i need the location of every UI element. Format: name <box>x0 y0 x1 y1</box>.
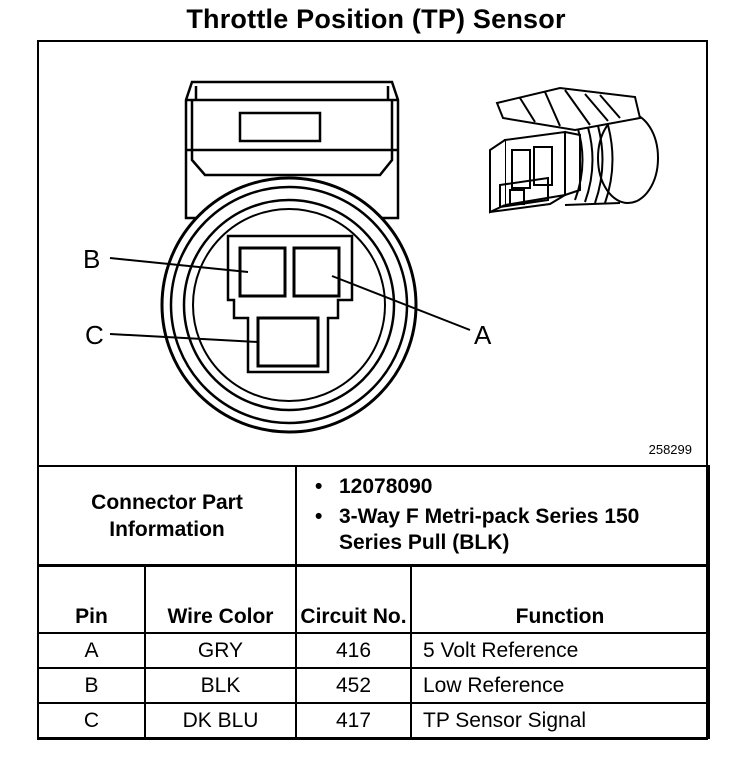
cell-circuit-no: 416 <box>295 632 412 669</box>
callout-b: B <box>83 244 101 274</box>
header-circuit-no: Circuit No. <box>295 565 412 634</box>
cell-function: 5 Volt Reference <box>410 632 710 669</box>
cell-wire-color: DK BLU <box>144 702 297 739</box>
table-row: C DK BLU 417 TP Sensor Signal <box>37 702 710 739</box>
table-row: A GRY 416 5 Volt Reference <box>37 632 710 669</box>
cell-function: Low Reference <box>410 667 710 704</box>
leader-line-a <box>331 275 471 331</box>
leader-line-b <box>109 257 249 273</box>
header-wire-color: Wire Color <box>144 565 297 634</box>
cell-pin: C <box>37 702 146 739</box>
connector-part-list: 12078090 3-Way F Metri-pack Series 150 S… <box>295 465 710 566</box>
header-function: Function <box>410 565 710 634</box>
callout-c: C <box>85 320 104 350</box>
cell-wire-color: GRY <box>144 632 297 669</box>
cell-pin: A <box>37 632 146 669</box>
diagram-frame <box>37 40 708 740</box>
cell-pin: B <box>37 667 146 704</box>
leader-line-c <box>109 333 259 343</box>
terminal-a <box>292 246 341 298</box>
cell-function: TP Sensor Signal <box>410 702 710 739</box>
part-description: 3-Way F Metri-pack Series 150 Series Pul… <box>315 504 708 556</box>
connector-info-table: Connector Part Information 12078090 3-Wa… <box>37 465 710 566</box>
connector-info-label: Connector Part Information <box>37 465 297 566</box>
table-row: B BLK 452 Low Reference <box>37 667 710 704</box>
connector-housing <box>184 80 400 220</box>
connector-face <box>160 176 418 434</box>
cell-circuit-no: 452 <box>295 667 412 704</box>
part-number: 12078090 <box>315 474 708 500</box>
pin-table-header: Pin Wire Color Circuit No. Function <box>37 565 710 634</box>
pin-table: Pin Wire Color Circuit No. Function A GR… <box>37 565 710 739</box>
figure-number: 258299 <box>648 442 692 457</box>
header-pin: Pin <box>37 565 146 634</box>
callout-a: A <box>474 320 492 350</box>
cell-circuit-no: 417 <box>295 702 412 739</box>
cell-wire-color: BLK <box>144 667 297 704</box>
page-title: Throttle Position (TP) Sensor <box>186 4 566 34</box>
connector-isometric-illustration <box>489 86 659 214</box>
